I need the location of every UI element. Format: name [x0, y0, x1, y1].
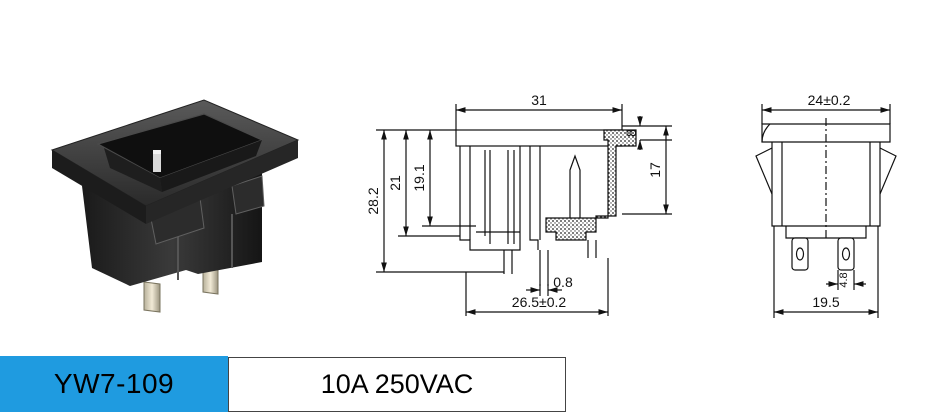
contact-pin: [153, 152, 161, 172]
model-label-box: YW7-109: [0, 356, 228, 412]
dim-side-height-total: 28.2: [365, 187, 381, 214]
latch-right: [231, 175, 265, 215]
terminal-right: [837, 237, 855, 271]
dim-front-width-top: 24±0.2: [808, 92, 851, 108]
dim-front-pin-spacing: 4.8: [838, 272, 850, 287]
dim-side-pin-thickness: 0.8: [553, 274, 573, 290]
dim-side-height-inner: 19.1: [411, 164, 427, 191]
side-view-drawing: [376, 104, 672, 316]
electrical-rating: 10A 250VAC: [320, 369, 474, 399]
pin-left: [143, 281, 161, 313]
dim-side-height-right: 17: [647, 162, 663, 178]
dim-side-width-bottom: 26.5±0.2: [512, 294, 567, 310]
rating-label-box: 10A 250VAC: [228, 357, 566, 412]
terminal-left: [791, 237, 809, 271]
product-photo: [50, 99, 300, 313]
dim-side-width-top: 31: [531, 92, 547, 108]
dim-front-width-bottom: 19.5: [812, 294, 839, 310]
model-number: YW7-109: [53, 368, 175, 399]
section-hatch: [545, 129, 637, 241]
dim-side-flange: 8: [623, 129, 639, 137]
front-view-drawing: [755, 104, 897, 318]
dim-side-height-mid: 21: [387, 175, 403, 191]
